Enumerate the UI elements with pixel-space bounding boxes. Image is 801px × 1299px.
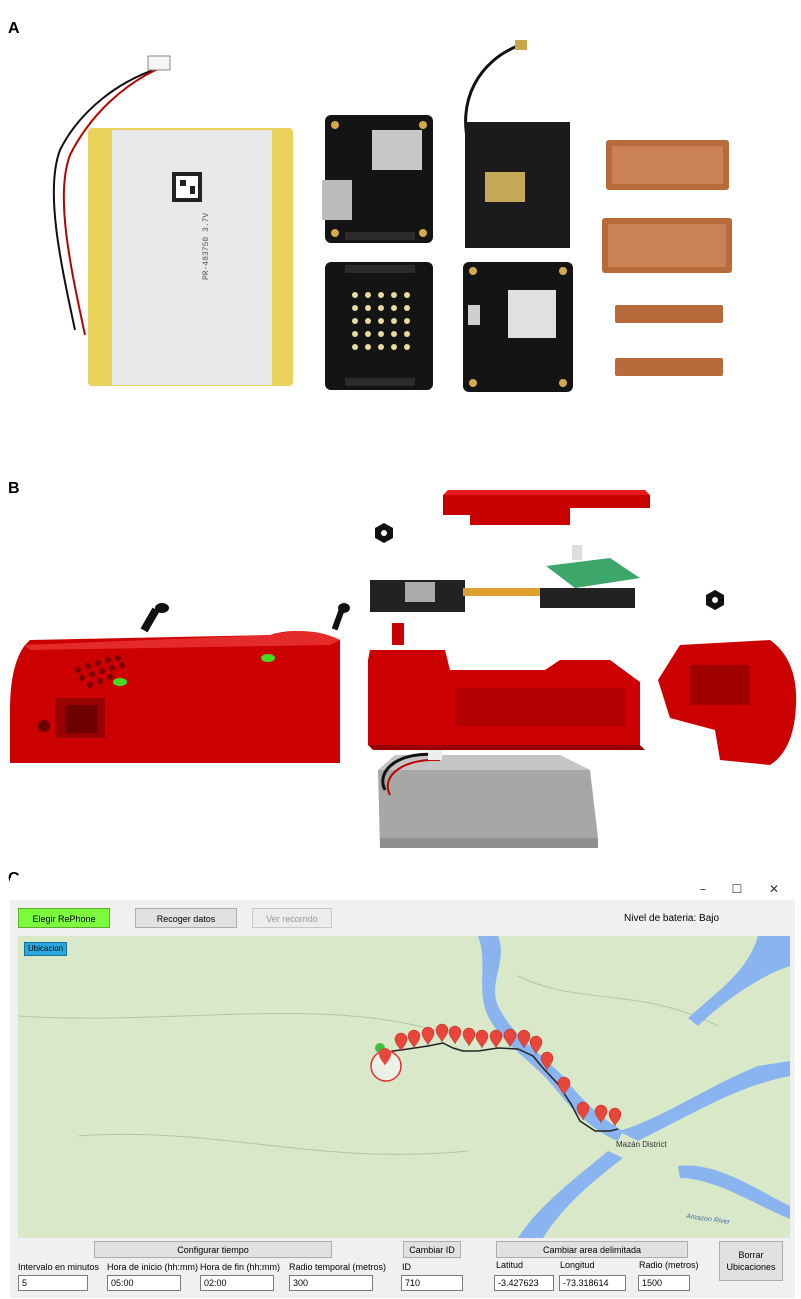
latitude-input[interactable]: -3.427623	[494, 1275, 554, 1291]
app-window: – ☐ ✕ Elegir RePhone Recoger datos Ver r…	[10, 878, 795, 1298]
temp-radius-label: Radio temporal (metros)	[289, 1262, 387, 1272]
view-route-button[interactable]: Ver recorrido	[252, 908, 332, 928]
interval-label: Intervalo en minutos	[18, 1262, 100, 1272]
end-cap-part	[658, 640, 797, 765]
flex-cables-image	[602, 140, 732, 376]
hardware-components-illustration: PR-483750 3.7V	[52, 40, 732, 392]
temp-radius-input[interactable]: 300	[289, 1275, 373, 1291]
panel-a-hardware-photo: PR-483750 3.7V	[0, 0, 801, 440]
top-lid-part	[443, 490, 650, 525]
minimize-button[interactable]: –	[700, 882, 706, 896]
panel-b-label: B	[8, 480, 20, 497]
id-input[interactable]: 710	[401, 1275, 463, 1291]
longitude-label: Longitud	[560, 1260, 595, 1270]
title-bar: – ☐ ✕	[10, 878, 795, 900]
change-id-button[interactable]: Cambiar ID	[403, 1241, 461, 1258]
hex-nut-right	[706, 590, 724, 610]
map-canvas: Mazán District Amazon River	[18, 936, 790, 1238]
electronics-stack	[370, 545, 640, 612]
base-tray-part	[368, 650, 645, 750]
route-line	[382, 1042, 619, 1132]
screw-right	[331, 603, 350, 631]
rephone-core-module-image	[322, 115, 433, 243]
led-matrix-module-image	[325, 262, 433, 390]
map-view[interactable]: Mazán District Amazon River Ubicacion	[18, 936, 790, 1238]
battery-block-part	[378, 750, 598, 848]
change-area-button[interactable]: Cambiar area delimitada	[496, 1241, 688, 1258]
choose-rephone-button[interactable]: Elegir RePhone	[18, 908, 110, 928]
panel-c-app-screenshot: – ☐ ✕ Elegir RePhone Recoger datos Ver r…	[0, 870, 801, 1299]
radius-input[interactable]: 1500	[638, 1275, 690, 1291]
battery-printed-text: PR-483750 3.7V	[202, 213, 211, 280]
start-time-input[interactable]: 05:00	[107, 1275, 181, 1291]
longitude-input[interactable]: -73.318614	[559, 1275, 626, 1291]
screw-left	[140, 603, 169, 633]
close-button[interactable]: ✕	[768, 882, 780, 896]
button-cap-part	[392, 623, 404, 645]
end-time-label: Hora de fin (hh:mm)	[200, 1262, 281, 1272]
id-label: ID	[402, 1262, 411, 1272]
gps-antenna-image	[464, 40, 570, 248]
route-markers	[394, 1023, 622, 1127]
configure-time-button[interactable]: Configurar tiempo	[94, 1241, 332, 1258]
gps-module-image	[463, 262, 573, 392]
district-map-label: Mazán District	[616, 1140, 667, 1149]
radius-label: Radio (metros)	[639, 1260, 699, 1270]
location-badge: Ubicacion	[24, 942, 68, 956]
main-shell-part	[10, 631, 340, 763]
panel-a-label: A	[8, 20, 20, 37]
battery-level-text: Nivel de bateria: Bajo	[624, 913, 720, 924]
case-exploded-view-illustration	[10, 490, 797, 848]
collect-data-button[interactable]: Recoger datos	[135, 908, 237, 928]
latitude-label: Latitud	[496, 1260, 524, 1270]
panel-b-case-render	[0, 470, 801, 860]
start-time-label: Hora de inicio (hh:mm)	[107, 1262, 199, 1272]
maximize-button[interactable]: ☐	[731, 882, 743, 896]
hex-nut-left	[375, 523, 393, 543]
interval-input[interactable]: 5	[18, 1275, 88, 1291]
end-time-input[interactable]: 02:00	[200, 1275, 274, 1291]
lipo-battery-image: PR-483750 3.7V	[52, 55, 293, 386]
delete-locations-button[interactable]: Borrar Ubicaciones	[719, 1241, 783, 1281]
